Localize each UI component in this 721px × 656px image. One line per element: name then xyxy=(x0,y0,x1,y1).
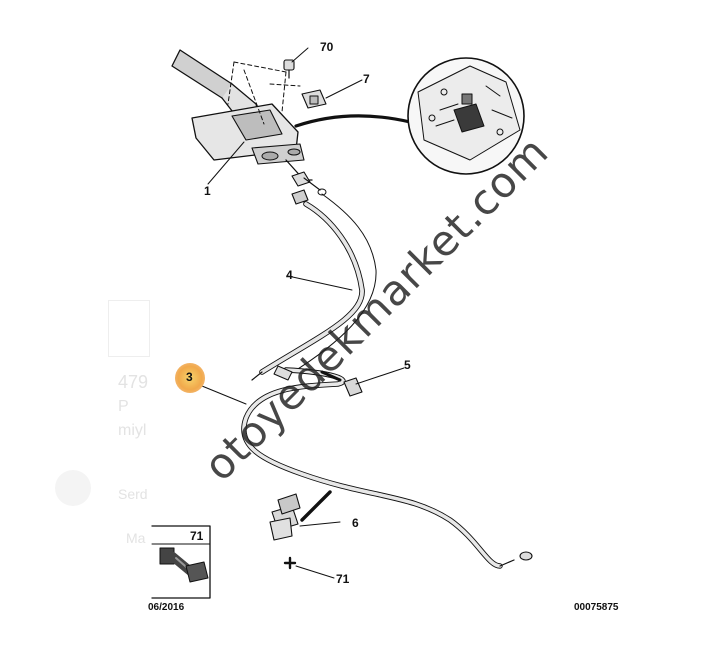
detail-inset xyxy=(407,57,525,175)
clip-5 xyxy=(320,370,363,397)
callout-5: 5 xyxy=(404,358,411,372)
leader-lines xyxy=(201,47,405,579)
ghost-panel xyxy=(108,300,150,357)
diagram-reference: 00075875 xyxy=(574,602,619,613)
part-71-inset xyxy=(151,525,211,599)
ghost-price: 479 xyxy=(118,372,149,392)
callout-1: 1 xyxy=(204,184,211,198)
ghost-line5: Ma xyxy=(126,530,146,546)
handbrake-lever xyxy=(171,49,313,181)
cable-4 xyxy=(251,189,377,381)
callout-4: 4 xyxy=(286,268,293,282)
bolt-70-guides xyxy=(227,61,301,125)
callout-3-highlight xyxy=(175,363,205,393)
callout-7: 7 xyxy=(363,72,370,86)
ghost-name: Serd xyxy=(118,486,148,502)
callout-71: 71 xyxy=(336,572,350,586)
callout-6: 6 xyxy=(352,516,359,530)
clip-6 xyxy=(269,490,332,541)
ghost-line2: P xyxy=(118,398,129,415)
bolt-70 xyxy=(283,59,295,79)
callout-70: 70 xyxy=(320,40,334,54)
callout-3: 3 xyxy=(186,370,193,384)
clip-7 xyxy=(301,89,327,109)
ghost-avatar xyxy=(55,470,91,506)
cable-3 xyxy=(241,365,533,569)
diagram-date: 06/2016 xyxy=(148,602,185,613)
inset-71-label: 71 xyxy=(190,529,204,543)
ghost-line3: miyl xyxy=(118,422,147,439)
screw-71-marker xyxy=(283,556,297,570)
cable-connector xyxy=(291,171,327,196)
